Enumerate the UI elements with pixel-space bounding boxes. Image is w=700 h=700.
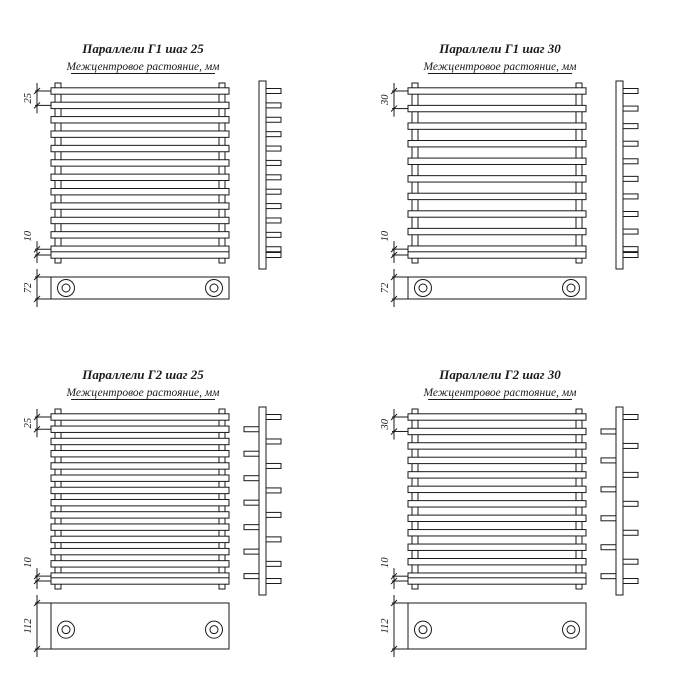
panel-subtitle: Межцентровое растояние, мм (66, 61, 221, 73)
dimensions (33, 409, 51, 657)
dimensions (33, 83, 51, 307)
collector (50, 276, 230, 300)
panel-drawing-g1-step30: Параллели Г1 шаг 30 Межцентровое растоян… (380, 41, 639, 307)
front-view (407, 408, 587, 590)
dim-gap-label: 10 (380, 230, 391, 241)
panel-title: Параллели Г1 шаг 30 (438, 41, 561, 56)
dim-pitch-label: 25 (23, 93, 34, 104)
panel-subtitle: Межцентровое растояние, мм (66, 387, 221, 399)
dim-gap-label: 10 (23, 557, 34, 568)
dim-gap-label: 10 (380, 557, 391, 568)
dim-pitch-label: 25 (23, 418, 34, 429)
drawing (33, 73, 282, 307)
dim-collector-label: 72 (23, 282, 34, 293)
panel-title: Параллели Г1 шаг 25 (81, 41, 204, 56)
side-view (243, 406, 282, 596)
front-view (50, 82, 230, 264)
panel-g2-step25: Параллели Г2 шаг 25 Межцентровое растоян… (15, 354, 365, 679)
front-view (50, 408, 230, 590)
dimensions (390, 409, 408, 657)
dim-collector-label: 112 (380, 618, 391, 634)
drawing (33, 399, 282, 657)
panel-drawing-g2-step30: Параллели Г2 шаг 30 Межцентровое растоян… (380, 367, 639, 657)
panel-title: Параллели Г2 шаг 30 (438, 367, 561, 382)
panel-drawing-g1-step25: Параллели Г1 шаг 25 Межцентровое растоян… (23, 41, 282, 307)
side-view (615, 80, 639, 270)
panel-g2-step30: Параллели Г2 шаг 30 Межцентровое растоян… (372, 354, 700, 679)
panel-subtitle: Межцентровое растояние, мм (423, 387, 578, 399)
front-view (407, 82, 587, 264)
dim-pitch-label: 30 (380, 418, 391, 430)
side-view (600, 406, 639, 596)
side-view (258, 80, 282, 270)
collector (407, 276, 587, 300)
dim-pitch-label: 30 (380, 94, 391, 106)
panel-subtitle: Межцентровое растояние, мм (423, 61, 578, 73)
dim-collector-label: 112 (23, 618, 34, 634)
dim-gap-label: 10 (23, 230, 34, 241)
collector (407, 602, 587, 650)
panel-title: Параллели Г2 шаг 25 (81, 367, 204, 382)
dim-collector-label: 72 (380, 282, 391, 293)
drawing (390, 73, 639, 307)
drawing (390, 399, 639, 657)
collector (50, 602, 230, 650)
panel-drawing-g2-step25: Параллели Г2 шаг 25 Межцентровое растоян… (23, 367, 282, 657)
panel-g1-step30: Параллели Г1 шаг 30 Межцентровое растоян… (372, 28, 700, 353)
dimensions (390, 83, 408, 307)
panel-g1-step25: Параллели Г1 шаг 25 Межцентровое растоян… (15, 28, 365, 353)
